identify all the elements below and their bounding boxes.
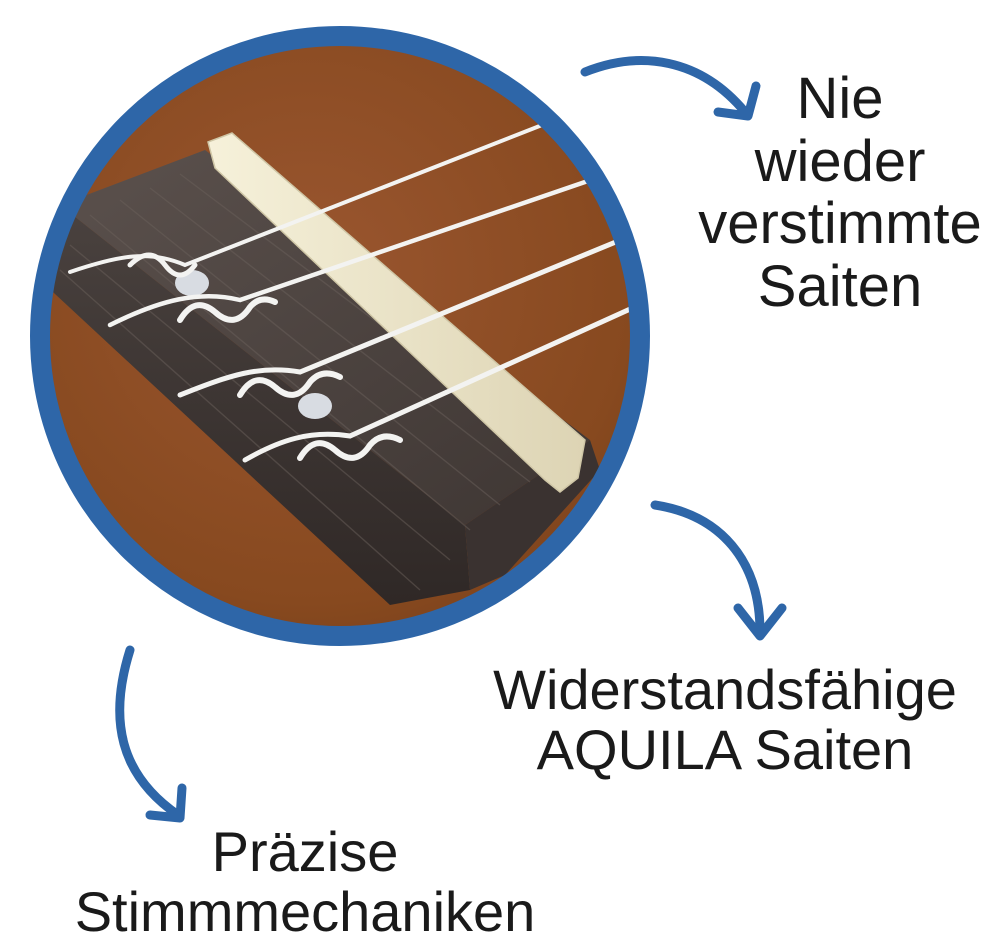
bridge-photo [44,40,636,632]
curved-arrow-right-down-icon [580,56,761,121]
feature-label-tuning-machines: Präzise Stimmmechaniken [20,820,590,944]
bridge-top-surface [60,150,590,525]
string-2 [107,167,623,328]
label-line: Nie [796,66,884,131]
label-line: Präzise [211,820,399,883]
label-line: verstimmte [698,191,982,257]
curved-arrow-down-icon [650,500,787,641]
label-line: AQUILA Saiten [536,718,914,782]
string-knot-1 [127,252,198,278]
label-line: Stimmmechaniken [74,880,536,944]
string-3 [177,229,636,398]
string-knot-3 [237,370,343,398]
label-line: Saiten [757,253,923,319]
bridge-front-face [44,205,470,605]
strings [68,116,636,463]
bone-saddle [207,132,586,493]
bridge-pin-2 [298,393,332,419]
string-4 [242,297,636,463]
blue-circle-frame [30,26,650,646]
feature-label-aquila-strings: Widerstandsfähige AQUILA Saiten [460,658,990,782]
label-line: Widerstandsfähige [493,658,957,721]
string-knot-4 [297,433,403,461]
label-line: wieder [754,128,926,194]
curved-arrow-down-right-icon [115,645,187,823]
string-knot-2 [177,296,278,323]
feature-label-no-detuning: Nie wieder verstimmte Saiten [690,66,990,319]
